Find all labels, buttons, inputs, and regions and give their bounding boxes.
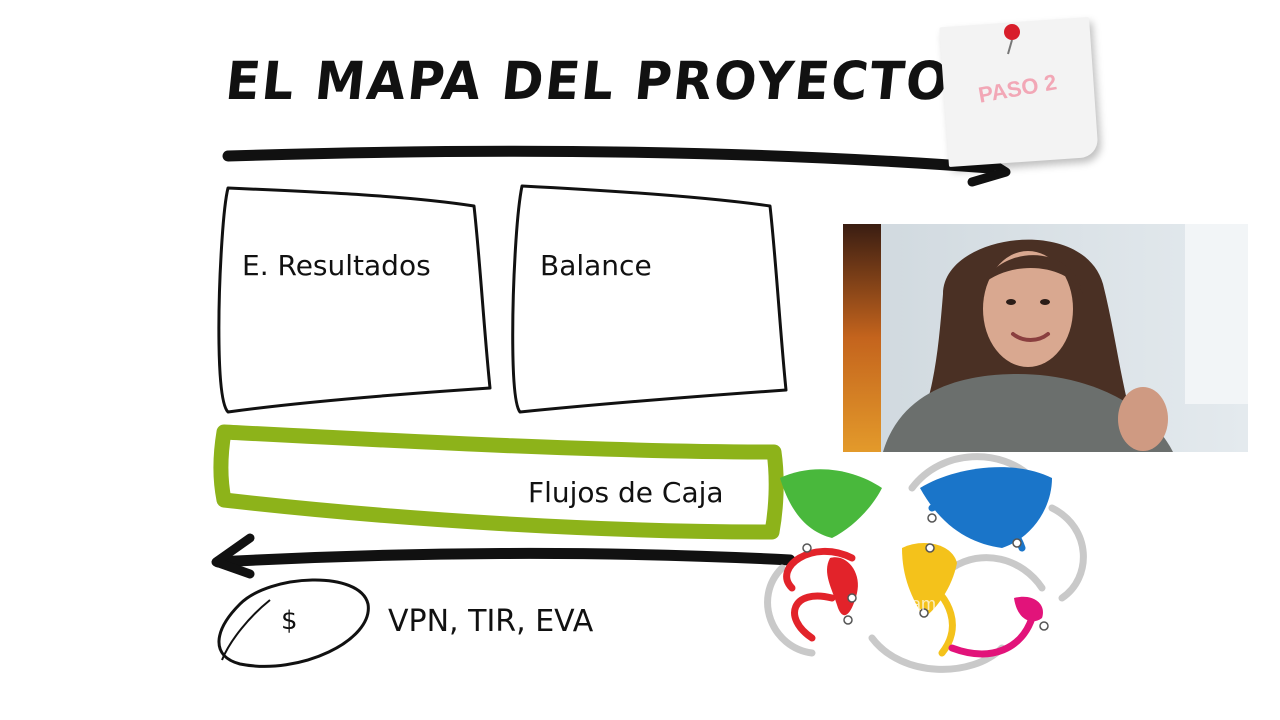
stock-watermark: Stockam	[866, 594, 937, 614]
flujos-highlight	[213, 424, 784, 540]
currency-symbol: $	[281, 606, 298, 636]
world-map-graphic	[764, 453, 1087, 673]
balance-box	[511, 184, 788, 414]
dollar-ellipse	[217, 578, 370, 668]
resultados-label: E. Resultados	[242, 249, 431, 282]
bottom-arrow-line	[212, 547, 796, 568]
webcam-presenter-image	[843, 224, 1248, 452]
push-pin-icon	[1004, 24, 1020, 55]
resultados-box	[217, 186, 492, 414]
top-arrow-line	[222, 145, 996, 174]
balance-label: Balance	[540, 249, 652, 282]
bottom-arrow-head	[211, 533, 255, 579]
flujos-label: Flujos de Caja	[528, 476, 724, 509]
metrics-label: VPN, TIR, EVA	[388, 604, 594, 639]
